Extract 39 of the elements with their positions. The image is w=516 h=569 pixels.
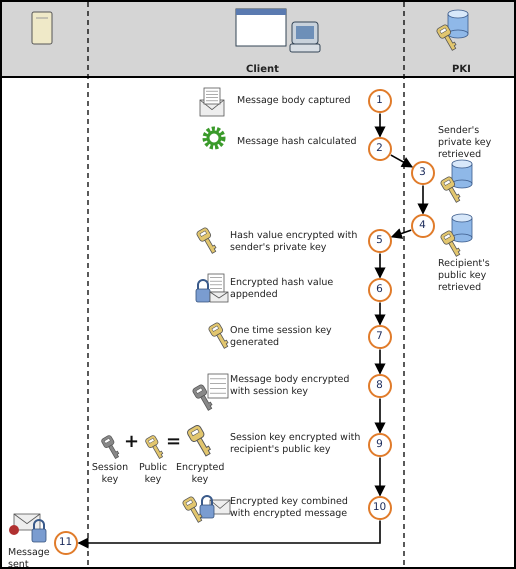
lane-header: PKI bbox=[452, 64, 471, 75]
arrow bbox=[77, 520, 381, 549]
step-number-circle: 4 bbox=[410, 214, 434, 238]
step-description: Message hash calculated bbox=[237, 136, 358, 148]
key-caption: Public key bbox=[138, 462, 168, 486]
key-caption: Session key bbox=[90, 462, 130, 486]
arrow bbox=[390, 228, 412, 239]
step-description: Sender's private key retrieved bbox=[438, 125, 492, 161]
step-number-circle: 5 bbox=[368, 228, 392, 252]
arrow bbox=[374, 254, 386, 279]
step-description: Message body encrypted with session key bbox=[230, 374, 350, 398]
step-number-circle: 2 bbox=[368, 136, 392, 160]
lane-header: Client bbox=[246, 64, 279, 75]
step-number-circle: 7 bbox=[368, 324, 392, 348]
step-number-circle: 8 bbox=[368, 374, 392, 398]
arrow bbox=[374, 458, 386, 497]
step-description: Recipient's public key retrieved bbox=[438, 258, 491, 294]
plus-sign: + bbox=[124, 433, 140, 451]
step-description: One time session key generated bbox=[230, 325, 333, 349]
step-description: Message sent bbox=[8, 547, 51, 569]
equals-sign: = bbox=[166, 433, 182, 451]
step-description: Message body captured bbox=[237, 95, 352, 107]
key-caption: Encrypted key bbox=[176, 462, 224, 486]
arrow bbox=[374, 302, 386, 326]
step-number-circle: 11 bbox=[54, 530, 78, 554]
step-description: Encrypted hash value appended bbox=[230, 277, 334, 301]
arrow bbox=[417, 186, 429, 215]
step-number-circle: 1 bbox=[368, 88, 392, 112]
step-description: Session key encrypted with recipient's public key bbox=[230, 432, 362, 456]
step-description: Hash value encrypted with sender's private key bbox=[230, 230, 358, 254]
arrow bbox=[374, 350, 386, 375]
step-number-circle: 6 bbox=[368, 278, 392, 302]
step-description: Encrypted key combined with encrypted message bbox=[230, 496, 349, 520]
arrow bbox=[374, 114, 386, 138]
step-number-circle: 10 bbox=[368, 496, 392, 520]
arrow bbox=[374, 398, 386, 434]
arrow bbox=[390, 154, 414, 168]
step-number-circle: 3 bbox=[410, 160, 434, 184]
step-number-circle: 9 bbox=[368, 432, 392, 456]
